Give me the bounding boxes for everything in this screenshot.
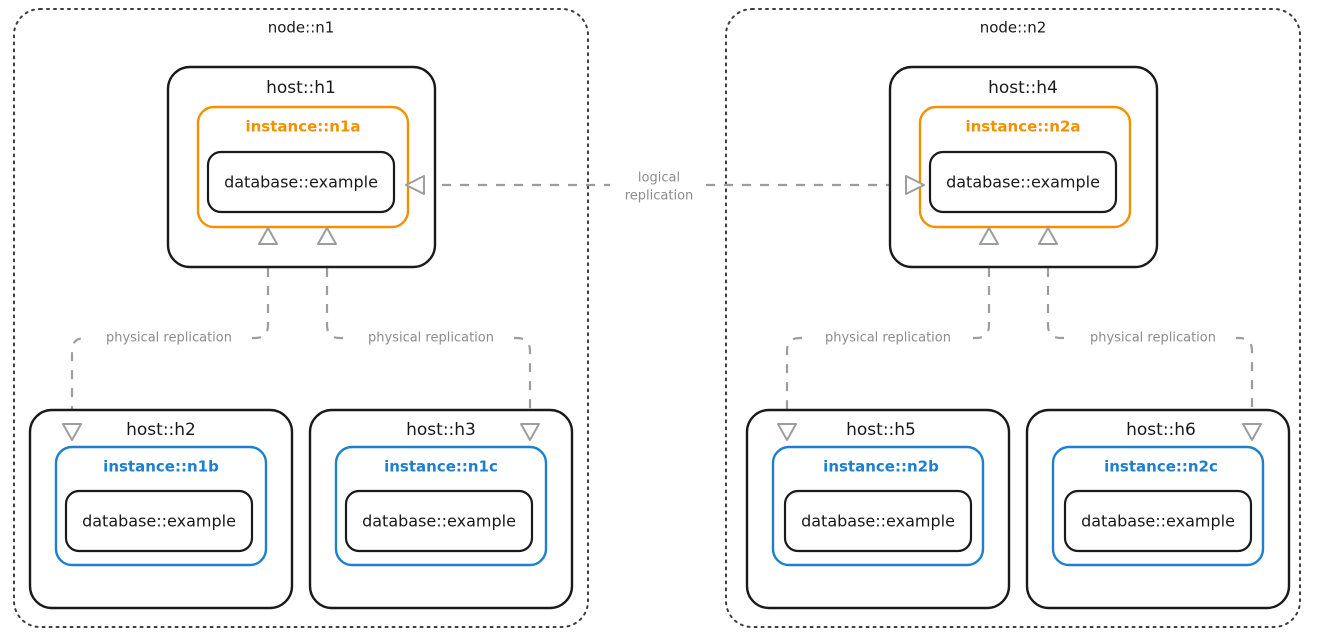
database-box-h5[interactable] <box>783 489 973 553</box>
host-label-h5: host::h5 <box>846 420 916 440</box>
database-label-h1: database::example <box>224 173 378 192</box>
arrowhead-logical-left-top <box>405 175 425 195</box>
arrowhead-physical-n1c-tip <box>317 227 337 245</box>
host-group-h6[interactable]: host::h6 instance::n2c database::example <box>1025 408 1291 610</box>
arrowhead-physical-n2b-tip <box>979 227 999 245</box>
edge-logical-replication[interactable]: logical replication <box>405 166 925 206</box>
instance-label-n2b: instance::n2b <box>823 458 939 476</box>
database-label-h5: database::example <box>801 512 955 531</box>
edge-label-bg-physical-n1c <box>348 327 514 345</box>
arrowhead-physical-n2b-top <box>777 423 797 441</box>
node-group-n2[interactable]: node::n2 <box>725 8 1301 628</box>
arrowhead-physical-n1b-tip <box>258 227 278 245</box>
edge-label-physical-n1b: physical replication <box>106 331 232 346</box>
instance-label-n1c: instance::n1c <box>384 458 498 476</box>
host-group-h3[interactable]: host::h3 instance::n1c database::example <box>308 408 574 610</box>
instance-box-n1b[interactable] <box>54 445 268 567</box>
host-label-h3: host::h3 <box>406 420 476 440</box>
host-group-h2[interactable]: host::h2 instance::n1b database::example <box>28 408 294 610</box>
arrowhead-physical-n1b-top <box>62 423 82 441</box>
host-label-h1: host::h1 <box>266 78 336 98</box>
edge-label-bg-logical <box>612 166 706 206</box>
node-label-n1: node::n1 <box>268 19 335 37</box>
database-label-h3: database::example <box>362 512 516 531</box>
arrowhead-physical-n1c-top <box>520 423 540 441</box>
edge-label-physical-n2c: physical replication <box>1090 331 1216 346</box>
instance-label-n2a: instance::n2a <box>965 118 1080 136</box>
instance-box-n1c[interactable] <box>334 445 548 567</box>
instance-label-n1b: instance::n1b <box>103 458 219 476</box>
instance-box-n1a[interactable] <box>196 105 410 229</box>
arrowhead-physical-n2c-top <box>1242 423 1262 441</box>
database-label-h2: database::example <box>82 512 236 531</box>
host-group-h1[interactable]: host::h1 instance::n1a database::example <box>166 65 437 269</box>
node-label-n2: node::n2 <box>980 19 1047 37</box>
edge-label-bg-physical-n2c <box>1070 327 1236 345</box>
node-boundary-n1[interactable] <box>13 8 589 628</box>
host-label-h2: host::h2 <box>126 420 196 440</box>
edge-label-bg-physical-n2b <box>805 327 971 345</box>
host-group-h4[interactable]: host::h4 instance::n2a database::example <box>888 65 1159 269</box>
instance-label-n1a: instance::n1a <box>245 118 360 136</box>
database-box-h3[interactable] <box>344 489 534 553</box>
instance-label-n2c: instance::n2c <box>1104 458 1218 476</box>
edge-label-logical-line2: replication <box>625 189 694 204</box>
node-boundary-n2[interactable] <box>725 8 1301 628</box>
node-group-n1[interactable]: node::n1 <box>13 8 589 628</box>
arrowhead-physical-n2c-tip <box>1038 227 1058 245</box>
host-label-h6: host::h6 <box>1126 420 1196 440</box>
database-label-h4: database::example <box>946 173 1100 192</box>
edge-label-bg-physical-n1b <box>86 327 252 345</box>
edge-label-logical-line1: logical <box>638 171 680 186</box>
database-box-h1[interactable] <box>206 150 396 214</box>
database-box-h4[interactable] <box>928 150 1118 214</box>
arrowhead-logical-right-top <box>905 175 925 195</box>
instance-box-n2b[interactable] <box>771 445 985 567</box>
host-label-h4: host::h4 <box>988 78 1058 98</box>
edge-label-physical-n2b: physical replication <box>825 331 951 346</box>
edge-label-physical-n1c: physical replication <box>368 331 494 346</box>
instance-box-n2c[interactable] <box>1051 445 1265 567</box>
host-group-h5[interactable]: host::h5 instance::n2b database::example <box>745 408 1011 610</box>
database-box-h6[interactable] <box>1063 489 1253 553</box>
instance-box-n2a[interactable] <box>918 105 1132 229</box>
edge-physical-n1b[interactable]: physical replication <box>62 227 278 441</box>
database-box-h2[interactable] <box>64 489 254 553</box>
arrowhead-overlay-group <box>62 175 1262 441</box>
database-label-h6: database::example <box>1081 512 1235 531</box>
